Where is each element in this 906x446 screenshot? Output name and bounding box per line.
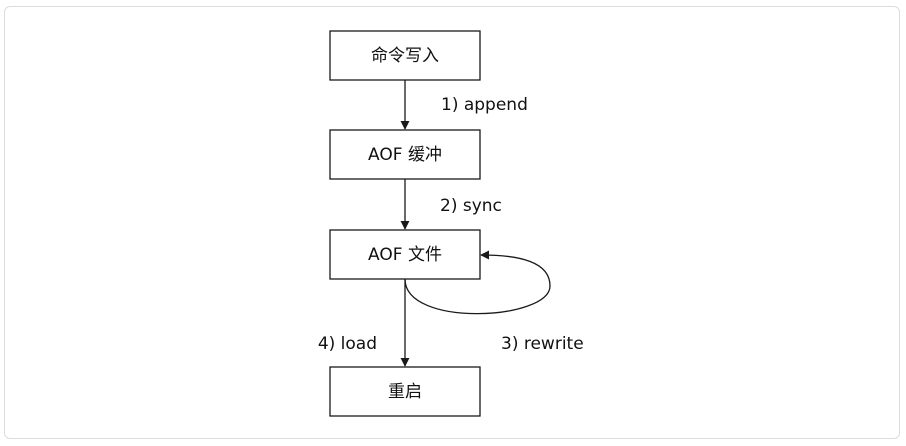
edge-rewrite-label: 3) rewrite (501, 334, 584, 354)
edge-append-label: 1) append (441, 95, 528, 115)
node-aof-file: AOF 文件 (329, 229, 481, 280)
node-command-write: 命令写入 (329, 30, 481, 81)
node-aof-buffer: AOF 缓冲 (329, 129, 481, 180)
edge-sync-label: 2) sync (440, 196, 502, 216)
node-restart-label: 重启 (388, 382, 422, 402)
edge-rewrite-loop (404, 250, 551, 315)
node-restart: 重启 (329, 366, 481, 417)
node-aof-buffer-label: AOF 缓冲 (368, 145, 442, 165)
node-command-write-label: 命令写入 (371, 46, 439, 66)
edge-load-label: 4) load (318, 334, 377, 354)
node-aof-file-label: AOF 文件 (368, 245, 442, 265)
